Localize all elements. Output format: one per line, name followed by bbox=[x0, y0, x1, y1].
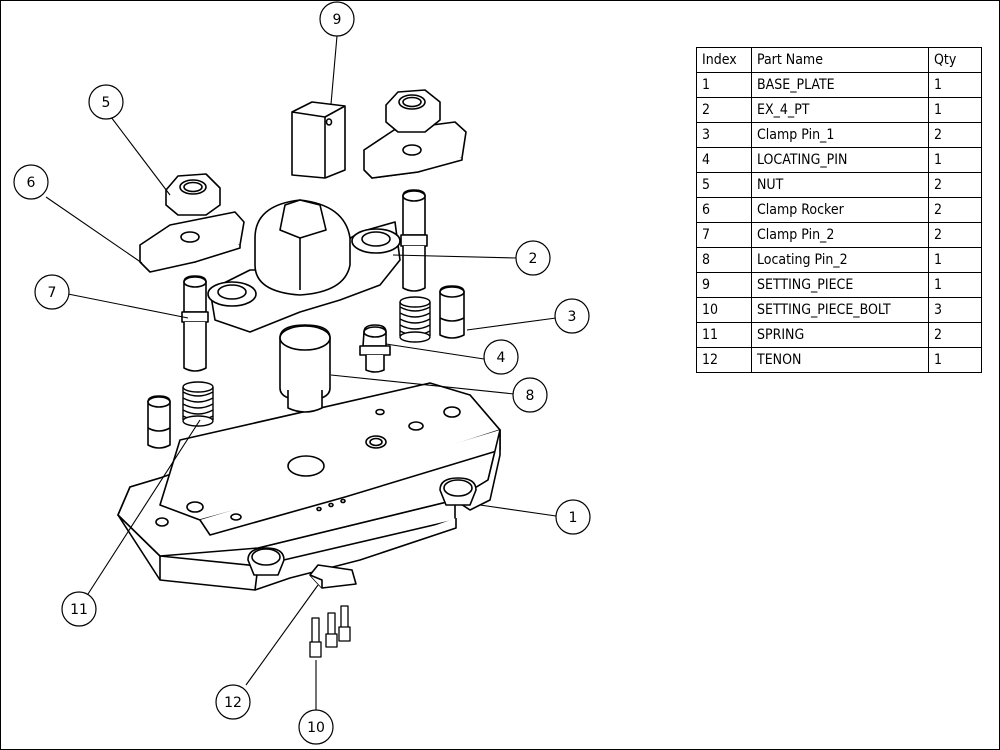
ex-4-pt bbox=[207, 199, 401, 333]
bom-qty: 2 bbox=[928, 222, 982, 248]
bom-header-index: Index bbox=[696, 47, 752, 73]
bom-part-name: LOCATING_PIN bbox=[751, 147, 929, 173]
clamp-pin-2-right bbox=[400, 189, 428, 292]
bom-part-name: Clamp Pin_1 bbox=[751, 122, 929, 148]
bom-qty: 1 bbox=[928, 247, 982, 273]
bom-index: 6 bbox=[696, 197, 752, 223]
spring-right bbox=[399, 296, 431, 343]
svg-text:1: 1 bbox=[569, 510, 578, 526]
bom-index: 1 bbox=[696, 72, 752, 98]
bom-part-name: Clamp Pin_2 bbox=[751, 222, 929, 248]
balloon-8: 8 bbox=[512, 377, 548, 413]
setting-piece-bolts bbox=[309, 605, 351, 658]
svg-text:2: 2 bbox=[529, 251, 538, 267]
bom-qty: 1 bbox=[928, 347, 982, 373]
balloon-10: 10 bbox=[298, 709, 334, 745]
bom-part-name: NUT bbox=[751, 172, 929, 198]
bom-index: 3 bbox=[696, 122, 752, 148]
svg-text:10: 10 bbox=[307, 720, 325, 736]
tenon bbox=[309, 564, 357, 589]
bom-qty: 2 bbox=[928, 122, 982, 148]
balloon-9: 9 bbox=[319, 1, 355, 37]
bom-index: 2 bbox=[696, 97, 752, 123]
bom-qty: 2 bbox=[928, 197, 982, 223]
bom-part-name: SETTING_PIECE bbox=[751, 272, 929, 298]
bom-qty: 1 bbox=[928, 97, 982, 123]
bom-header-part-name: Part Name bbox=[751, 47, 929, 73]
clamp-rocker-left bbox=[139, 211, 245, 273]
bom-part-name: TENON bbox=[751, 347, 929, 373]
bom-qty: 3 bbox=[928, 297, 982, 323]
balloon-12: 12 bbox=[215, 684, 251, 720]
bom-part-name: EX_4_PT bbox=[751, 97, 929, 123]
bom-part-name: BASE_PLATE bbox=[751, 72, 929, 98]
balloon-1: 1 bbox=[555, 499, 591, 535]
clamp-pin-2-left bbox=[181, 275, 209, 372]
balloon-5: 5 bbox=[88, 84, 124, 120]
leader-lines bbox=[45, 35, 557, 710]
balloon-2: 2 bbox=[515, 240, 551, 276]
bom-header-qty: Qty bbox=[928, 47, 982, 73]
balloon-7: 7 bbox=[34, 274, 70, 310]
balloon-3: 3 bbox=[554, 298, 590, 334]
bom-index: 10 bbox=[696, 297, 752, 323]
bom-index: 5 bbox=[696, 172, 752, 198]
balloon-4: 4 bbox=[483, 339, 519, 375]
base-plate bbox=[117, 382, 501, 591]
clamp-rocker-right bbox=[363, 121, 467, 179]
clamp-pin-1-left bbox=[147, 395, 171, 449]
spring-left bbox=[182, 381, 214, 427]
bom-index: 4 bbox=[696, 147, 752, 173]
locating-pin-2 bbox=[279, 324, 331, 413]
bom-qty: 2 bbox=[928, 172, 982, 198]
clamp-pin-1-right bbox=[439, 285, 465, 339]
bom-header-row: Index Part Name Qty bbox=[696, 47, 982, 73]
svg-text:11: 11 bbox=[70, 602, 88, 618]
bom-qty: 1 bbox=[928, 272, 982, 298]
svg-text:6: 6 bbox=[27, 175, 36, 191]
balloon-11: 11 bbox=[61, 591, 97, 627]
bom-index: 11 bbox=[696, 322, 752, 348]
bom-qty: 1 bbox=[928, 72, 982, 98]
bom-qty: 2 bbox=[928, 322, 982, 348]
svg-text:4: 4 bbox=[497, 350, 506, 366]
svg-text:5: 5 bbox=[102, 95, 111, 111]
bom-part-name: SPRING bbox=[751, 322, 929, 348]
setting-piece bbox=[291, 101, 346, 179]
svg-text:3: 3 bbox=[568, 309, 577, 325]
bom-part-name: Locating Pin_2 bbox=[751, 247, 929, 273]
locating-pin bbox=[359, 324, 391, 373]
bom-index: 7 bbox=[696, 222, 752, 248]
nut-left bbox=[165, 173, 221, 216]
bom-part-name: Clamp Rocker bbox=[751, 197, 929, 223]
balloons: 9 5 6 7 2 3 4 8 1 11 12 10 bbox=[13, 1, 591, 745]
bom-qty: 1 bbox=[928, 147, 982, 173]
bom-index: 9 bbox=[696, 272, 752, 298]
bom-index: 12 bbox=[696, 347, 752, 373]
svg-text:9: 9 bbox=[333, 12, 342, 28]
balloon-6: 6 bbox=[13, 164, 49, 200]
nut-right bbox=[385, 89, 441, 133]
svg-text:8: 8 bbox=[526, 388, 535, 404]
bom-part-name: SETTING_PIECE_BOLT bbox=[751, 297, 929, 323]
svg-text:12: 12 bbox=[224, 695, 242, 711]
bom-index: 8 bbox=[696, 247, 752, 273]
svg-text:7: 7 bbox=[48, 285, 57, 301]
